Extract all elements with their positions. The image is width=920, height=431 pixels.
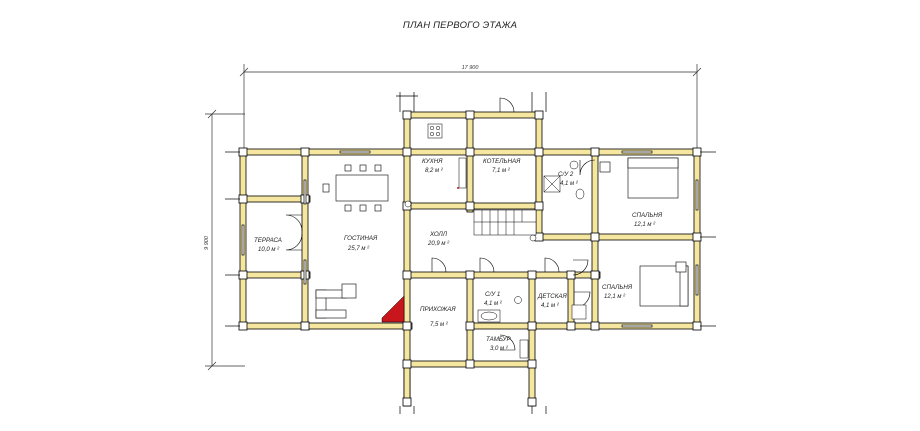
room-living-area: 25,7 м ² xyxy=(347,246,370,252)
beds xyxy=(599,157,689,307)
dimension-height: 9 900 xyxy=(204,235,210,250)
room-hall-name: ХОЛЛ xyxy=(429,231,448,238)
room-entry-name: ПРИХОЖАЯ xyxy=(420,306,456,313)
room-kitchen-name: КУХНЯ xyxy=(422,158,443,165)
room-terrace-name: ТЕРРАСА xyxy=(254,237,282,244)
room-bath1-area: 4,1 м ² xyxy=(484,301,503,307)
room-vestibule-name: ТАМБУР xyxy=(486,336,511,343)
room-hall-area: 20,9 м ² xyxy=(427,241,450,247)
room-kids-name: ДЕТСКАЯ xyxy=(537,293,568,300)
room-bath1-name: С/У 1 xyxy=(485,291,500,298)
room-kids-area: 4,1 м ² xyxy=(541,303,560,309)
dining-table xyxy=(322,164,389,212)
room-boiler-name: КОТЕЛЬНАЯ xyxy=(483,158,521,165)
room-bedroom1-name: СПАЛЬНЯ xyxy=(632,212,663,219)
kitchen-marker-icon xyxy=(457,187,459,189)
bathroom-fixtures xyxy=(477,160,587,359)
room-entry-area: 7,5 м ² xyxy=(430,322,449,328)
kitchen-units xyxy=(427,123,467,189)
room-bedroom1-area: 12,1 м ² xyxy=(634,222,656,228)
room-vestibule-area: 3,0 м ² xyxy=(490,346,509,352)
room-bedroom2-name: СПАЛЬНЯ xyxy=(602,284,633,291)
fireplace-icon xyxy=(381,295,405,323)
room-bath2-area: 4,1 м ² xyxy=(560,181,579,187)
windows xyxy=(241,150,699,328)
dimension-width: 17 900 xyxy=(462,65,480,71)
room-living-name: ГОСТИНАЯ xyxy=(344,235,378,242)
room-kitchen-area: 8,2 м ² xyxy=(425,168,444,174)
living-furniture xyxy=(315,283,357,319)
dimension-lines xyxy=(205,64,702,371)
room-boiler-area: 7,1 м ² xyxy=(492,168,511,174)
room-bath2-name: С/У 2 xyxy=(558,171,574,178)
room-bedroom2-area: 12,1 м ² xyxy=(604,294,626,300)
log-extensions xyxy=(225,92,716,414)
room-labels: КУХНЯ 8,2 м ² КОТЕЛЬНАЯ 7,1 м ² С/У 2 4,… xyxy=(254,158,663,352)
plan-title: ПЛАН ПЕРВОГО ЭТАЖА xyxy=(403,20,517,31)
post-markers xyxy=(404,200,537,242)
doors xyxy=(285,97,596,351)
staircase xyxy=(473,209,537,236)
room-terrace-area: 10,0 м ² xyxy=(258,247,280,253)
